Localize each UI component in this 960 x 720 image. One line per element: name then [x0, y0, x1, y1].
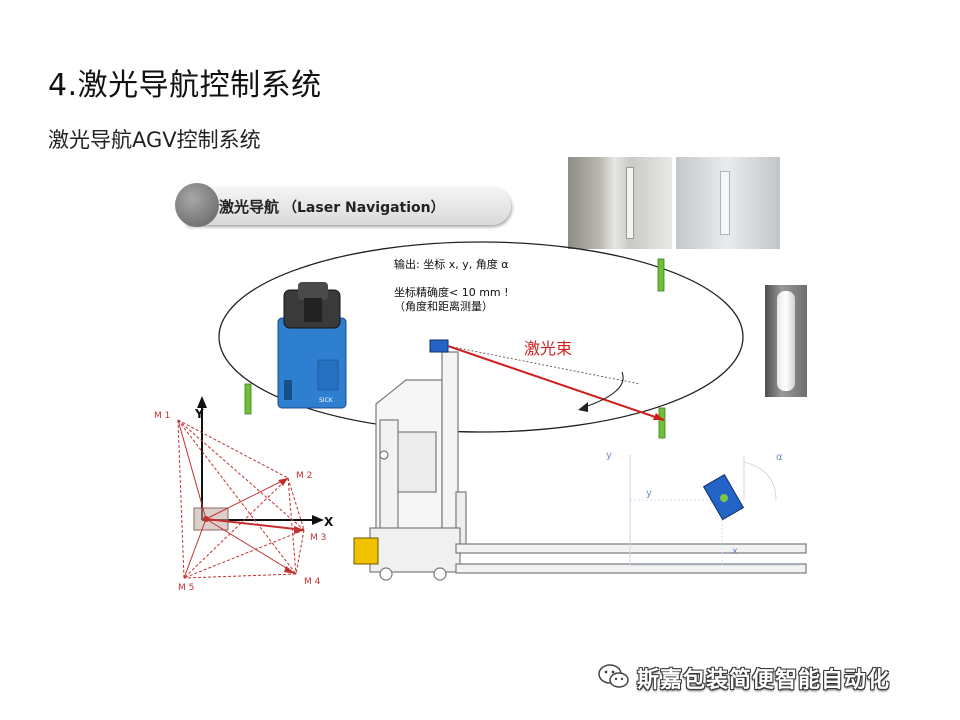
marker-label-m5: M 5 — [178, 583, 194, 593]
reflector-photo-2 — [676, 157, 780, 249]
coord-y2-label: y — [646, 488, 652, 499]
x-axis-label: X — [324, 515, 334, 529]
laser-beam — [447, 345, 665, 421]
reflector-photo-1 — [568, 157, 672, 249]
reflector-photo-3 — [765, 285, 807, 397]
x-axis-arrow — [312, 515, 324, 525]
marker-label-m4: M 4 — [304, 577, 321, 587]
reflector-marker-right — [658, 407, 666, 439]
wechat-icon — [598, 664, 629, 688]
laser-beam-dashed — [447, 345, 641, 385]
laser-beam-label: 激光束 — [524, 339, 573, 358]
info-box: 输出: 坐标 x, y, 角度 α 坐标精确度< 10 mm ! （角度和距离测… — [394, 258, 509, 314]
laser-scanner-on-mast — [429, 339, 449, 353]
slide-subtitle: 激光导航AGV控制系统 — [48, 128, 261, 152]
laser-navigation-banner: 激光导航（Laser Navigation） — [175, 183, 511, 227]
scanner-brand-label: SICK — [319, 397, 334, 404]
info-line-measurement: （角度和距离测量） — [394, 300, 493, 313]
laser-beam-arrowhead — [653, 413, 664, 420]
info-line-accuracy: 坐标精确度< 10 mm ! — [394, 286, 509, 299]
marker-label-m2: M 2 — [296, 471, 312, 481]
marker-label-m3: M 3 — [310, 533, 326, 543]
forklift-handle — [353, 537, 379, 565]
marker-triangulation-diagram: Y X M 1 M 2 M 3 M 4 M 5 — [154, 396, 334, 593]
vehicle-scanner-dot — [720, 494, 728, 502]
info-line-blank — [394, 272, 509, 286]
y-axis-label: Y — [194, 407, 204, 421]
slide-title: 4.激光导航控制系统 — [48, 68, 322, 103]
forklift-agv — [369, 351, 807, 581]
info-line-output: 输出: 坐标 x, y, 角度 α — [394, 258, 509, 271]
reflector-marker-top — [657, 258, 665, 292]
banner-label-en: （Laser Navigation） — [283, 200, 445, 216]
reflector-marker-left — [244, 383, 252, 415]
banner-circle — [175, 183, 219, 227]
banner-label-cn: 激光导航 — [219, 198, 280, 216]
coord-y-label: y — [606, 450, 612, 461]
y-axis-arrow — [197, 396, 207, 408]
rotation-arrowhead — [578, 402, 588, 412]
banner-label: 激光导航（Laser Navigation） — [219, 196, 445, 217]
coord-x-label: x — [732, 546, 738, 557]
banner-background — [185, 187, 511, 225]
coord-alpha-label: α — [776, 452, 783, 463]
rotation-arrow — [581, 371, 624, 409]
vehicle-coordinate-sketch: y y x α — [606, 450, 800, 566]
watermark-text: 斯嘉包装简便智能自动化 — [637, 668, 891, 693]
scan-range-ellipse — [218, 241, 744, 433]
marker-label-m1: M 1 — [154, 411, 170, 421]
sick-laser-scanner: SICK — [277, 282, 347, 409]
